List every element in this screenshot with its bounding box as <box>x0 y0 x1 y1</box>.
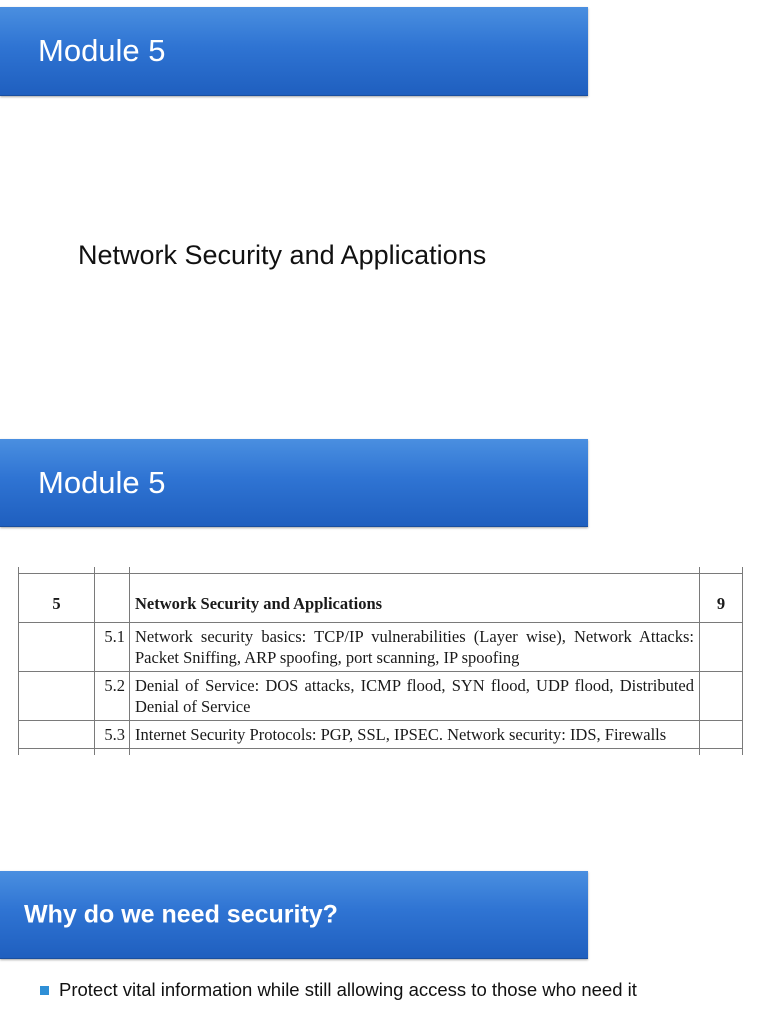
module-row: 5 Network Security and Applications 9 <box>18 573 743 623</box>
topic-text: Internet Security Protocols: PGP, SSL, I… <box>129 720 700 749</box>
slide-1-subtitle: Network Security and Applications <box>78 240 487 270</box>
slide-1-banner: Module 5 <box>0 7 588 96</box>
topic-number: 5.3 <box>94 720 130 749</box>
slide-2-title: Module 5 <box>38 464 166 500</box>
topic-text: Network security basics: TCP/IP vulnerab… <box>129 622 700 672</box>
topic-number: 5.1 <box>94 622 130 672</box>
slide-2-banner: Module 5 <box>0 439 588 527</box>
empty-cell <box>18 671 95 721</box>
module-subnumber-empty <box>94 573 130 623</box>
empty-cell <box>699 622 743 672</box>
topic-text: Denial of Service: DOS attacks, ICMP flo… <box>129 671 700 721</box>
list-item-text: Protect vital information while still al… <box>59 979 637 1000</box>
empty-cell <box>18 622 95 672</box>
module-number: 5 <box>18 573 95 623</box>
table-bottom-row <box>18 748 743 755</box>
empty-cell <box>699 720 743 749</box>
table-row: 5.2 Denial of Service: DOS attacks, ICMP… <box>18 671 743 721</box>
table-row: 5.1 Network security basics: TCP/IP vuln… <box>18 622 743 672</box>
slide-1-title: Module 5 <box>38 33 166 68</box>
syllabus-table: 5 Network Security and Applications 9 5.… <box>18 567 743 755</box>
table-row: 5.3 Internet Security Protocols: PGP, SS… <box>18 720 743 749</box>
empty-cell <box>699 671 743 721</box>
square-bullet-icon <box>40 986 49 995</box>
module-hours: 9 <box>699 573 743 623</box>
topic-number: 5.2 <box>94 671 130 721</box>
slide-3-banner: Why do we need security? <box>0 871 588 959</box>
module-title: Network Security and Applications <box>129 573 700 623</box>
slide-3-title: Why do we need security? <box>24 900 338 928</box>
bullet-list: Protect vital information while still al… <box>40 978 660 1002</box>
list-item: Protect vital information while still al… <box>40 978 660 1002</box>
empty-cell <box>18 720 95 749</box>
